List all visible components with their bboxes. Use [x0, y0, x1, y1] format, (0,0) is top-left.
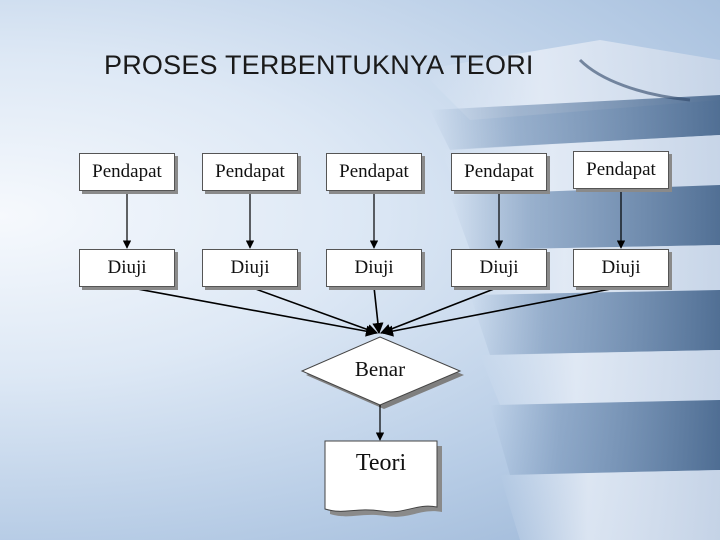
diuji-box-3: Diuji [326, 249, 422, 287]
pendapat-box-1: Pendapat [79, 153, 175, 191]
arrow-diuji-to-benar-4 [379, 286, 500, 335]
converging-arrows [126, 286, 622, 337]
benar-label: Benar [354, 357, 406, 381]
teori-document-shape [324, 440, 438, 513]
arrow-diuji-to-benar-1 [126, 286, 378, 337]
pendapat-box-5: Pendapat [573, 151, 669, 189]
arrow-diuji-to-benar-5 [381, 286, 622, 337]
page-title: PROSES TERBENTUKNYA TEORI [104, 50, 534, 80]
pendapat-box-2: Pendapat [202, 153, 298, 191]
teori-label: Teori [355, 450, 407, 476]
vertical-arrows [122, 191, 626, 249]
diuji-box-5: Diuji [573, 249, 669, 287]
arrow-diuji-to-benar-3 [372, 286, 384, 335]
arrow-diuji-to-benar-2 [249, 286, 379, 335]
diuji-box-1: Diuji [79, 249, 175, 287]
diuji-box-2: Diuji [202, 249, 298, 287]
pendapat-box-4: Pendapat [451, 153, 547, 191]
pendapat-box-3: Pendapat [326, 153, 422, 191]
diuji-box-4: Diuji [451, 249, 547, 287]
